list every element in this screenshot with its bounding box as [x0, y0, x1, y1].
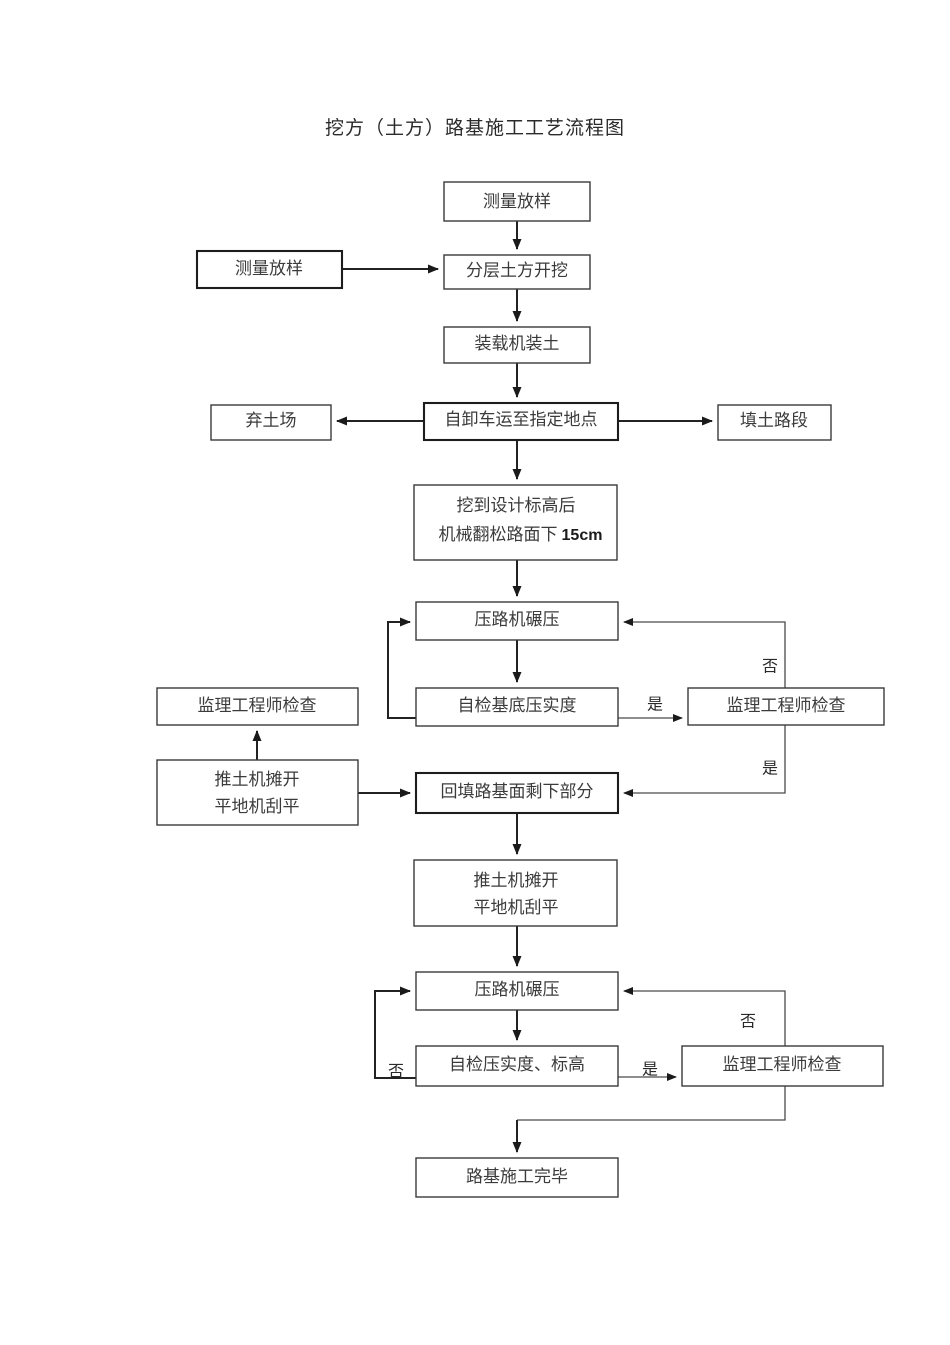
node-supervisor-inspection-bottom[interactable]: 监理工程师检查: [681, 1045, 884, 1087]
node-label: 监理工程师检查: [727, 696, 846, 715]
node-backfill-remaining-subgrade[interactable]: 回填路基面剩下部分: [414, 771, 620, 815]
node-survey-left[interactable]: 测量放样: [195, 249, 344, 290]
node-fill-section[interactable]: 填土路段: [717, 404, 832, 441]
node-spoil-area[interactable]: 弃土场: [210, 404, 332, 441]
node-roller-compaction-1[interactable]: 压路机碾压: [415, 601, 619, 641]
node-excavate-to-design-level[interactable]: 挖到设计标高后 机械翻松路面下 15cm: [413, 484, 618, 561]
node-label: 监理工程师检查: [198, 696, 317, 715]
node-label: 监理工程师检查: [723, 1055, 842, 1074]
node-layered-excavation[interactable]: 分层土方开挖: [443, 254, 591, 290]
node-supervisor-inspection-left[interactable]: 监理工程师检查: [156, 687, 359, 726]
node-label-units: 15cm: [562, 527, 603, 544]
node-dozer-grader-center[interactable]: 推土机摊开 平地机刮平: [413, 859, 618, 927]
node-label-line2: 平地机刮平: [474, 898, 559, 917]
node-roller-compaction-2[interactable]: 压路机碾压: [415, 971, 619, 1011]
edge-selfcheck1-loop-to-roller1: [387, 617, 416, 719]
edge-supervisor-right-no-to-roller1: [623, 618, 786, 688]
node-supervisor-inspection-right[interactable]: 监理工程师检查: [687, 687, 885, 726]
node-label: 自检压实度、标高: [449, 1055, 585, 1074]
node-survey-top[interactable]: 测量放样: [443, 181, 591, 222]
node-label: 测量放样: [235, 259, 303, 278]
edge-label-yes-to-backfill: 是: [762, 761, 778, 778]
edge-selfcheck2-loop-to-roller2: [374, 986, 416, 1079]
node-label: 分层土方开挖: [466, 261, 568, 280]
node-label: 压路机碾压: [475, 980, 560, 999]
node-label: 测量放样: [483, 192, 551, 211]
node-label: 装载机装土: [475, 334, 560, 353]
node-selfcheck-subgrade-compaction[interactable]: 自检基底压实度: [415, 687, 619, 727]
node-label: 路基施工完毕: [466, 1167, 568, 1186]
edge-label-no-loop-lower: 否: [388, 1064, 404, 1081]
edge-label-yes-upper: 是: [647, 697, 663, 714]
edge-label-no-upper: 否: [762, 659, 778, 676]
node-label: 回填路基面剩下部分: [441, 782, 594, 801]
edge-supervisor-bottom-no-to-roller2: [623, 987, 786, 1046]
node-subgrade-construction-complete[interactable]: 路基施工完毕: [415, 1157, 619, 1198]
edge-label-no-lower: 否: [740, 1014, 756, 1031]
node-label-line1: 推土机摊开: [215, 770, 300, 789]
edge-supervisor-bottom-to-finish-horizontal: [517, 1086, 786, 1121]
node-label-line2: 机械翻松路面下: [439, 525, 558, 544]
edge-label-yes-lower: 是: [642, 1062, 658, 1079]
node-label: 填土路段: [740, 411, 808, 430]
edge-supervisor-right-yes-to-backfill: [623, 725, 786, 797]
node-selfcheck-compaction-elevation[interactable]: 自检压实度、标高: [415, 1045, 619, 1087]
node-label: 自卸车运至指定地点: [445, 410, 598, 429]
node-label-line1: 推土机摊开: [474, 871, 559, 890]
node-label-line1: 挖到设计标高后: [457, 496, 576, 515]
node-label-line2: 平地机刮平: [215, 797, 300, 816]
node-label: 自检基底压实度: [458, 696, 577, 715]
node-label: 弃土场: [246, 411, 297, 430]
node-dozer-grader-left[interactable]: 推土机摊开 平地机刮平: [156, 759, 359, 826]
node-loader-loading-soil[interactable]: 装载机装土: [443, 326, 591, 364]
node-dump-truck-to-designated-site[interactable]: 自卸车运至指定地点: [422, 401, 620, 442]
node-label: 压路机碾压: [475, 610, 560, 629]
page-title: 挖方（土方）路基施工工艺流程图: [324, 118, 625, 139]
